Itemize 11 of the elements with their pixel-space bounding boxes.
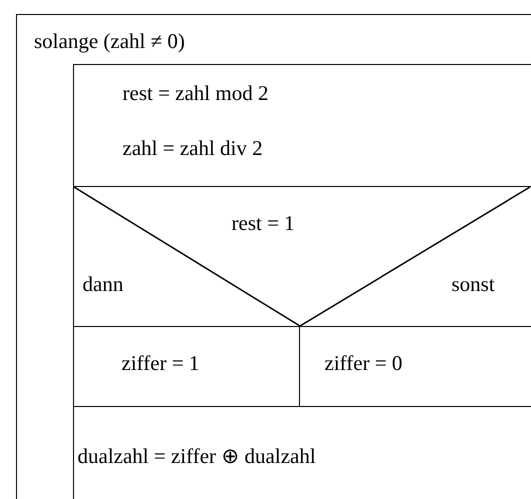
statement: ziffer = 0: [324, 350, 402, 376]
statement-box: [72, 64, 531, 186]
statement: ziffer = 1: [122, 350, 200, 376]
loop-box: [16, 14, 531, 499]
branch-label: sonst: [452, 272, 495, 296]
condition: rest = 1: [232, 210, 295, 236]
loop-condition: solange (zahl ≠ 0): [34, 29, 185, 54]
branch-label: dann: [82, 272, 124, 296]
statement: rest = zahl mod 2: [122, 80, 268, 106]
statement: zahl = zahl div 2: [122, 136, 263, 160]
statement: dualzahl = ziffer ⊕ dualzahl: [78, 444, 316, 468]
